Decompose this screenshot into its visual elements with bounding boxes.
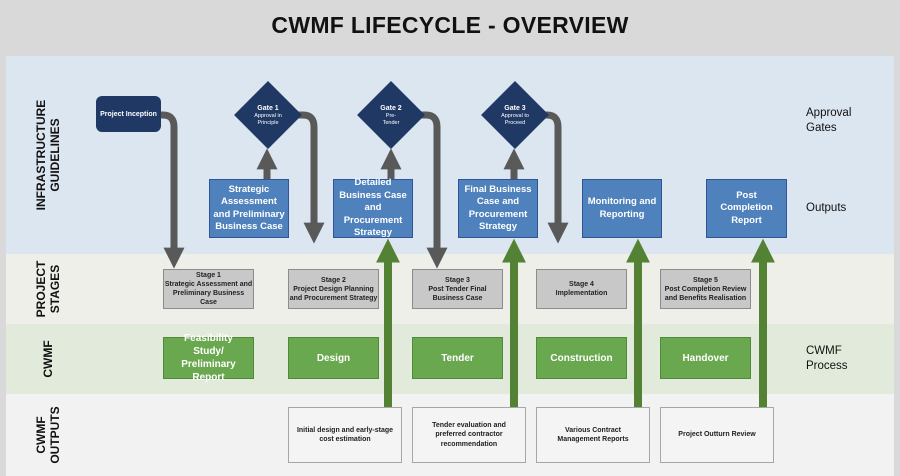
stage-3-desc: Post Tender Final Business Case <box>428 285 487 302</box>
cwmf-output-contract-reports: Various Contract Management Reports <box>536 407 650 463</box>
stage-5-box: Stage 5 Post Completion Review and Benef… <box>660 269 751 309</box>
gate-3-name: Gate 3 <box>504 104 526 112</box>
output-detailed-business-case: Detailed Business Case and Procurement S… <box>333 177 413 238</box>
output-monitoring-reporting: Monitoring and Reporting <box>582 179 662 238</box>
cwmf-tender: Tender <box>412 337 503 379</box>
project-inception-node: Project Inception <box>96 96 161 132</box>
stage-4-desc: Implementation <box>555 290 608 297</box>
output-post-completion-report: Post Completion Report <box>706 179 787 238</box>
cwmf-design: Design <box>288 337 379 379</box>
gate-2-desc: Pre-Tender <box>382 112 400 126</box>
cwmf-handover: Handover <box>660 337 751 379</box>
stage-2-box: Stage 2 Project Design Planning and Proc… <box>288 269 379 309</box>
right-label-cwmf-process: CWMF Process <box>806 345 848 372</box>
right-label-approval-gates: Approval Gates <box>806 107 852 134</box>
arrow-gate1-to-stage2 <box>294 111 325 244</box>
output-final-business-case: Final Business Case and Procurement Stra… <box>458 179 538 238</box>
cwmf-output-outturn-review: Project Outturn Review <box>660 407 774 463</box>
right-label-outputs: Outputs <box>806 202 847 214</box>
gate-2-name: Gate 2 <box>380 104 402 112</box>
cwmf-output-tender-evaluation: Tender evaluation and preferred contract… <box>412 407 526 463</box>
output-strategic-assessment: Strategic Assessment and Preliminary Bus… <box>209 179 289 238</box>
stage-4-box: Stage 4 Implementation <box>536 269 627 309</box>
stage-3-name: Stage 3 <box>445 276 470 284</box>
stage-1-name: Stage 1 <box>196 272 221 279</box>
stage-3-box: Stage 3 Post Tender Final Business Case <box>412 269 503 309</box>
cwmf-feasibility-study: Feasibility Study/ Preliminary Report <box>163 333 254 383</box>
stage-2-desc: Project Design Planning and Procurement … <box>289 285 378 302</box>
stage-1-desc: Strategic Assessment and Preliminary Bus… <box>164 281 253 306</box>
stage-2-name: Stage 2 <box>321 276 346 284</box>
gate-1-desc: Approval in Principle <box>254 112 282 126</box>
gate-3-desc: Approval to Proceed <box>501 112 529 126</box>
diagram-title: CWMF LIFECYCLE - OVERVIEW <box>271 12 629 38</box>
cwmf-construction: Construction <box>536 337 627 379</box>
stage-5-name: Stage 5 <box>693 276 718 284</box>
stage-5-desc: Post Completion Review and Benefits Real… <box>664 285 747 302</box>
gate-1-name: Gate 1 <box>257 104 279 112</box>
stage-4-name: Stage 4 <box>569 281 594 288</box>
stage-1-box: Stage 1 Strategic Assessment and Prelimi… <box>163 269 254 309</box>
arrow-gate2-to-stage3 <box>418 111 448 269</box>
arrow-inception-to-stage1 <box>161 111 185 269</box>
cwmf-output-initial-design: Initial design and early-stage cost esti… <box>288 407 402 463</box>
